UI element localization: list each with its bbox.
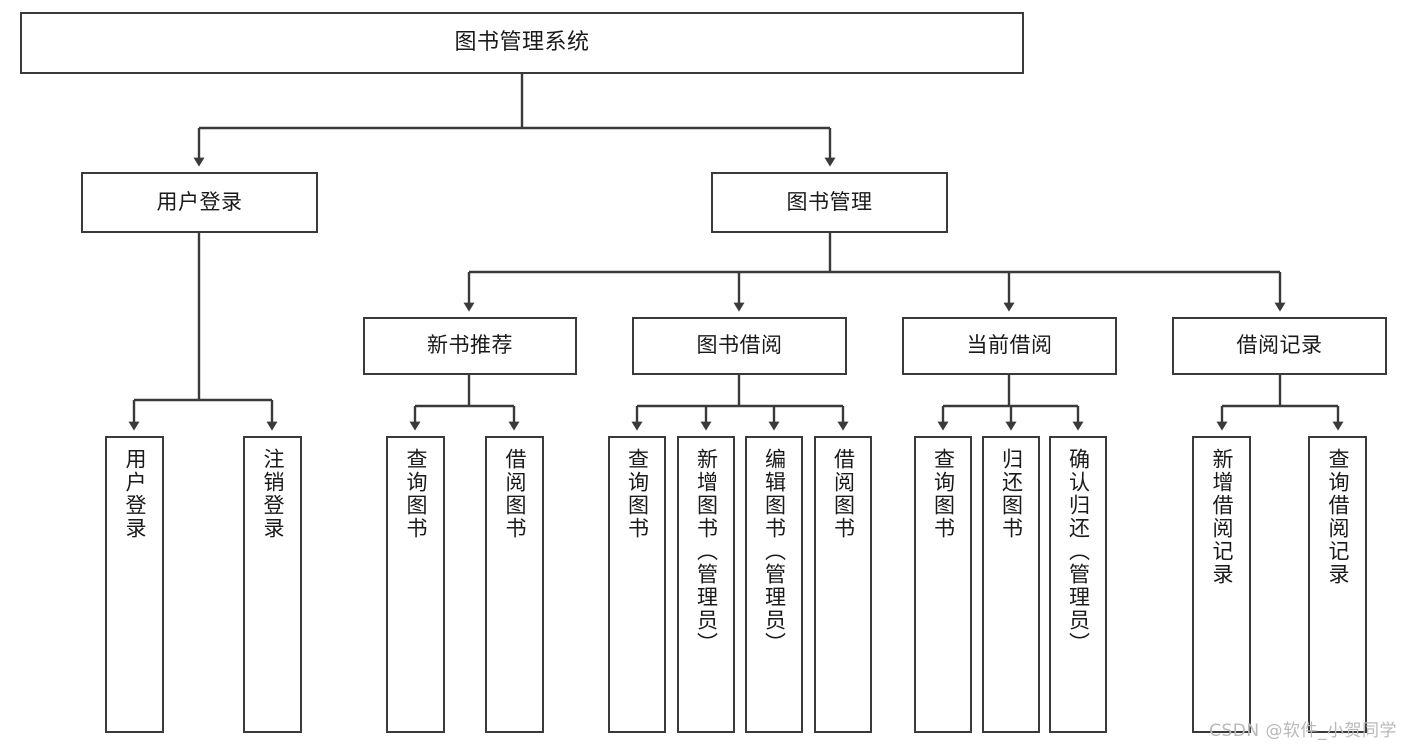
node-label: 查询图书: [625, 448, 650, 540]
node-label: 图书管理系统: [454, 30, 590, 56]
leaf-confirm-return-admin[interactable]: 确认归还（管理员）: [1049, 436, 1107, 733]
node-label: 查询图书: [404, 448, 428, 540]
leaf-edit-book-admin[interactable]: 编辑图书（管理员）: [745, 436, 803, 733]
leaf-user-login[interactable]: 用户登录: [105, 436, 164, 733]
csdn-watermark: CSDN @软件_小贺同学: [1209, 721, 1397, 741]
node-current-borrowing[interactable]: 当前借阅: [902, 317, 1117, 375]
leaf-query-book-recommend[interactable]: 查询图书: [386, 436, 445, 733]
leaf-borrow-book-recommend[interactable]: 借阅图书: [485, 436, 544, 733]
node-borrowing-record[interactable]: 借阅记录: [1172, 317, 1387, 375]
node-label: 新增图书（管理员）: [694, 448, 719, 655]
node-label: 查询借阅记录: [1326, 448, 1350, 586]
node-label: 归还图书: [999, 448, 1024, 540]
leaf-logout-login[interactable]: 注销登录: [243, 436, 302, 733]
node-label: 借阅图书: [831, 448, 856, 540]
node-label: 借阅图书: [503, 448, 527, 540]
leaf-borrow-book[interactable]: 借阅图书: [814, 436, 872, 733]
node-label: 借阅记录: [1236, 333, 1323, 358]
node-label: 新书推荐: [427, 333, 513, 358]
leaf-query-book-borrow[interactable]: 查询图书: [608, 436, 666, 733]
node-book-management[interactable]: 图书管理: [711, 172, 948, 233]
node-label: 编辑图书（管理员）: [762, 448, 787, 655]
node-label: 用户登录: [123, 448, 147, 540]
node-user-login[interactable]: 用户登录: [81, 172, 318, 233]
node-label: 查询图书: [931, 448, 956, 540]
node-book-management-system[interactable]: 图书管理系统: [20, 12, 1024, 74]
leaf-query-book-current[interactable]: 查询图书: [914, 436, 972, 733]
node-label: 用户登录: [156, 189, 243, 214]
node-label: 注销登录: [261, 448, 285, 540]
node-new-book-recommendation[interactable]: 新书推荐: [363, 317, 577, 375]
node-label: 图书借阅: [696, 333, 783, 358]
node-label: 新增借阅记录: [1210, 448, 1234, 586]
node-label: 当前借阅: [966, 333, 1053, 358]
leaf-return-book[interactable]: 归还图书: [982, 436, 1040, 733]
node-label: 确认归还（管理员）: [1066, 448, 1091, 655]
leaf-query-borrow-record[interactable]: 查询借阅记录: [1308, 436, 1367, 733]
node-label: 图书管理: [786, 189, 873, 214]
leaf-add-book-admin[interactable]: 新增图书（管理员）: [677, 436, 735, 733]
node-book-borrowing[interactable]: 图书借阅: [632, 317, 847, 375]
leaf-add-borrow-record[interactable]: 新增借阅记录: [1192, 436, 1251, 733]
